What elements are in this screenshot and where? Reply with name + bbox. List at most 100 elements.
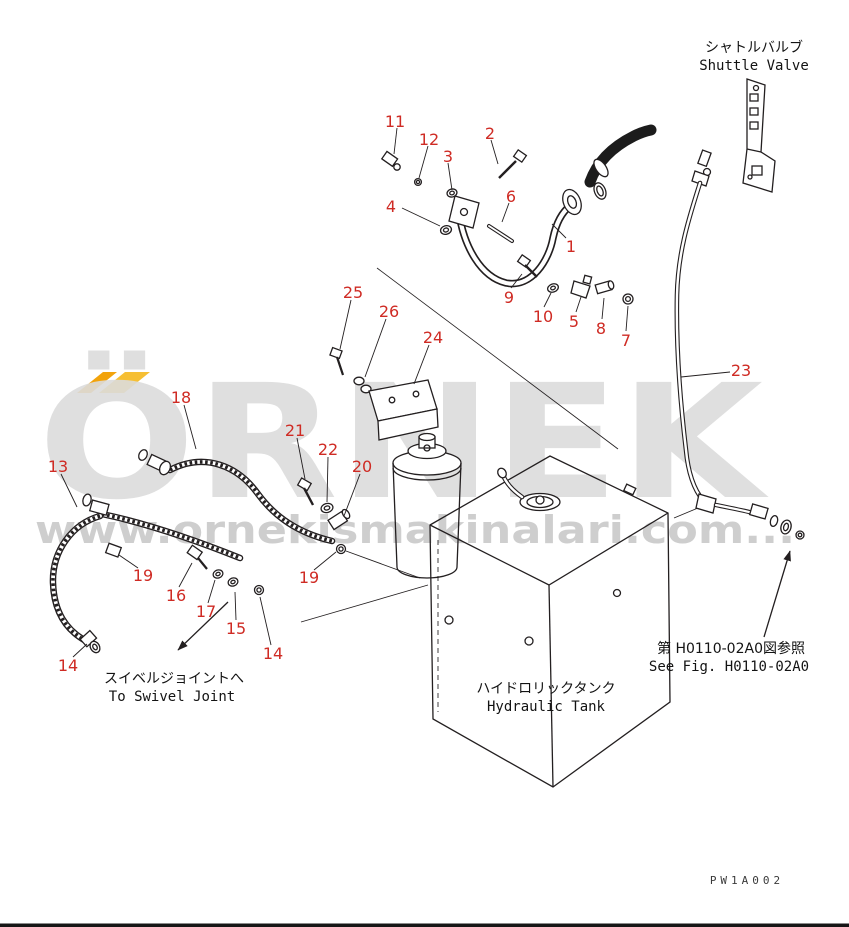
fitting-end (341, 508, 351, 520)
o-ring-inner (797, 532, 803, 538)
bracket-hole (459, 207, 469, 217)
see-fig-arrow (763, 550, 791, 638)
callout-14-mid: 14 (263, 644, 283, 663)
construction-lines (300, 267, 619, 623)
washer-15-inner (230, 579, 236, 585)
bracket-hole (388, 396, 396, 404)
shuttle-valve-hole (747, 174, 753, 180)
bolt-25-shaft (335, 356, 345, 376)
leader-19-mid (313, 551, 337, 571)
o-ring (795, 530, 805, 540)
callout-10: 10 (533, 307, 553, 326)
part-bolt-9 (516, 253, 538, 278)
shuttle-valve-hole (752, 84, 760, 92)
ring-14-left-inner (92, 643, 98, 651)
leader-26 (364, 318, 387, 378)
part-fitting-20 (327, 508, 351, 531)
shuttle-valve-port (749, 107, 759, 116)
arrows (177, 550, 791, 651)
part-hose-23 (674, 180, 706, 503)
hose-13-ring (82, 493, 92, 507)
bracket-block (448, 195, 480, 229)
fitting-ring-inner (782, 522, 790, 532)
part-tank-inlet-fittings (673, 493, 805, 540)
bolt-16-head (186, 544, 204, 561)
hose-18-braid (169, 460, 333, 543)
callout-17: 17 (196, 602, 216, 621)
callout-8: 8 (596, 319, 606, 338)
label-shuttle-valve-en: Shuttle Valve (699, 58, 809, 74)
leader-7 (625, 305, 629, 332)
part-washer-10 (547, 283, 559, 293)
callout-11: 11 (385, 112, 405, 131)
hose-13b-braid (51, 514, 101, 643)
leader-20 (343, 473, 361, 517)
part-elbow-5 (570, 274, 593, 299)
callout-18: 18 (171, 388, 191, 407)
callout-19-left: 19 (133, 566, 153, 585)
leader-14-mid (259, 596, 272, 646)
callout-7: 7 (621, 331, 631, 350)
callout-24: 24 (423, 328, 443, 347)
tank-filler-tip (497, 467, 507, 479)
shuttle-valve-block (751, 165, 763, 176)
o-ring-inner (596, 185, 604, 197)
leader-8 (601, 297, 605, 320)
leader-17 (207, 579, 216, 604)
shuttle-valve-port (749, 121, 759, 130)
nut (622, 293, 634, 305)
label-see-fig-en: See Fig. H0110-02A0 (649, 659, 809, 675)
shuttle-valve-fold (746, 148, 762, 153)
callout-14-left: 14 (58, 656, 78, 675)
leader-15 (234, 591, 237, 621)
washer-15 (227, 577, 239, 587)
watermark-accent-shape (77, 372, 117, 393)
leader-11 (393, 127, 398, 155)
construction-line (345, 550, 421, 579)
callout-15: 15 (226, 619, 246, 638)
watermark-accent-shape (99, 372, 150, 393)
tank-hole (444, 615, 454, 625)
fitting-body (748, 503, 769, 520)
callout-19-mid: 19 (299, 568, 319, 587)
part-hydraulic-tank (429, 455, 671, 788)
bracket-24-front (377, 408, 439, 441)
o-ring-inner (415, 179, 421, 185)
part-clamp-bracket (439, 188, 480, 236)
shuttle-valve-port (749, 93, 759, 102)
callout-3: 3 (443, 147, 453, 166)
leader-25 (339, 299, 352, 350)
o-ring (335, 543, 347, 555)
leader-22 (326, 456, 329, 503)
bolt-shaft (524, 264, 538, 278)
pin-inner (488, 225, 513, 242)
washer-17-inner (215, 571, 221, 577)
label-hydraulic-tank-jp: ハイドロリックタンク (476, 681, 615, 697)
callout-25: 25 (343, 283, 363, 302)
elbow-fitting (695, 493, 717, 514)
tube-flange-inner (566, 195, 578, 209)
part-plug-11 (380, 150, 401, 171)
plug-body (380, 150, 399, 168)
callout-4: 4 (386, 197, 396, 216)
leader-14-left (72, 643, 88, 658)
label-hydraulic-tank-en: Hydraulic Tank (487, 699, 606, 715)
swivel-joint-arrow (177, 601, 229, 651)
leader-16 (178, 562, 193, 588)
drawing-code: PW1A002 (710, 874, 784, 887)
washer-inner (323, 505, 331, 511)
hose-clamp (593, 158, 609, 178)
filter-bottom (396, 566, 458, 579)
filter-side (456, 462, 462, 568)
filter-side (392, 462, 398, 568)
leader-9 (510, 273, 523, 289)
label-swivel-joint-en: To Swivel Joint (109, 689, 235, 705)
leader-24 (413, 344, 430, 385)
page-bottom-border (0, 923, 849, 927)
watermark-brand: ÖRNEK (38, 349, 770, 535)
callout-12: 12 (419, 130, 439, 149)
bolt-shaft (302, 487, 315, 506)
part-hoses-left (49, 449, 336, 654)
